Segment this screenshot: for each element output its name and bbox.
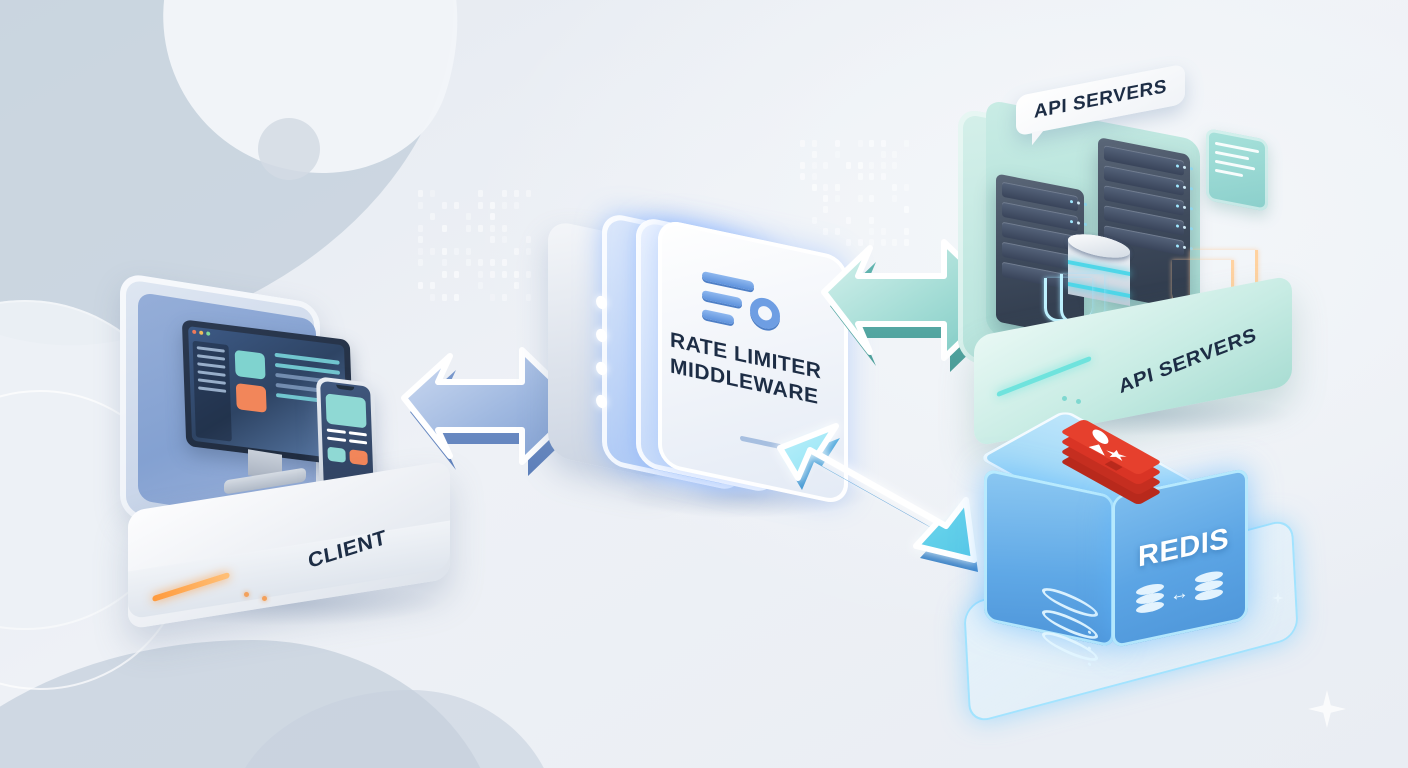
sparkle-icon	[1308, 690, 1346, 728]
node-redis[interactable]: REDIS ↔	[960, 420, 1300, 690]
client-indicator-dot-1	[244, 592, 249, 597]
api-indicator-dot-1	[1062, 396, 1067, 401]
background-blob-bottom	[230, 690, 560, 768]
database-cylinder-icon	[1068, 230, 1130, 314]
phone-hero-card	[326, 393, 367, 428]
node-client[interactable]: CLIENT	[112, 288, 452, 618]
phone-notch	[336, 385, 354, 391]
middleware-led-strip	[596, 295, 607, 429]
phone-buttons	[327, 447, 367, 466]
background-circle-dot	[258, 118, 320, 180]
background-blob-light	[123, 0, 498, 209]
phone-text-rows-2	[327, 437, 367, 445]
screen-cards	[235, 350, 271, 421]
screen-sidebar	[193, 341, 232, 442]
node-rate-limiter-middleware[interactable]: RATE LIMITER MIDDLEWARE	[540, 218, 860, 518]
redis-logo-icon	[1068, 436, 1154, 498]
config-panel-icon	[1206, 128, 1268, 212]
window-traffic-lights	[192, 330, 210, 336]
api-bubble-label: API SERVERS	[1034, 76, 1167, 123]
mini-database-icon-1	[1136, 582, 1164, 618]
node-api-servers[interactable]: API SERVERS API SERVERS	[958, 78, 1318, 428]
phone-text-rows	[327, 428, 367, 436]
bidirectional-sync-icon: ↔	[1170, 582, 1189, 605]
api-indicator-dot-2	[1076, 399, 1081, 404]
client-indicator-dot-2	[262, 596, 267, 601]
mini-database-icon-2	[1195, 569, 1223, 605]
